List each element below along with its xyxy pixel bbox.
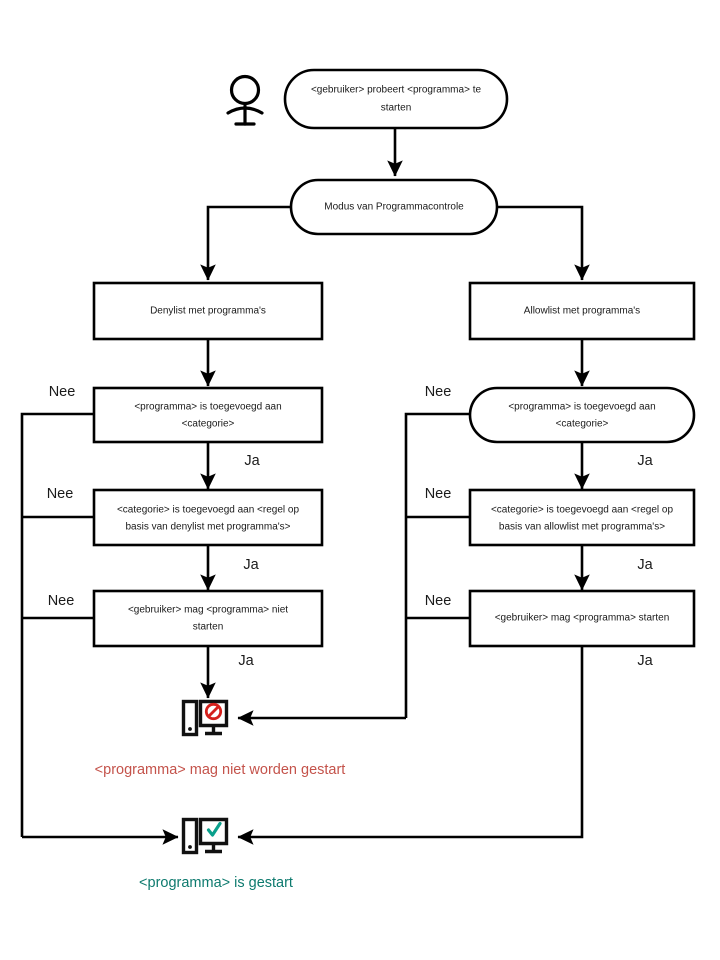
node-start[interactable]: <gebruiker> probeert <programma> te star… [283,68,509,130]
edge-label-deny-q2-no: Nee [47,486,74,502]
edge-deny-no-rail [20,412,179,845]
edge-label-allow-q2-no: Nee [425,486,452,502]
node-allow-q1-line-2: <categorie> [556,419,609,430]
node-deny-q2-line-1: <categorie> is toegevoegd aan <regel op [117,505,300,516]
monitor-allowed-icon [181,817,229,855]
node-start-line-2: starten [381,103,412,114]
monitor-blocked-icon [181,699,229,737]
node-deny-user-may-not-start[interactable]: <gebruiker> mag <programma> niet starten [92,589,324,648]
node-denylist-mode[interactable]: Denylist met programma's [92,281,324,341]
edge-label-allow-q1-no: Nee [425,384,452,400]
node-allow-user-may-start[interactable]: <gebruiker> mag <programma> starten [468,589,696,648]
edge-label-deny-q3-no: Nee [48,593,75,609]
node-allow-program-in-category[interactable]: <programma> is toegevoegd aan <categorie… [468,386,696,444]
blocked-result-label: <programma> mag niet worden gestart [95,762,346,778]
node-deny-q2-line-2: basis van denylist met programma's> [125,522,290,533]
edge-label-deny-q2-yes: Ja [243,557,259,573]
node-deny-q3-line-2: starten [193,622,224,633]
edge-label-allow-q3-no: Nee [425,593,452,609]
node-deny-q3-line-1: <gebruiker> mag <programma> niet [128,605,288,616]
node-mode-line-1: Modus van Programmacontrole [324,202,464,213]
node-allow-q2-line-2: basis van allowlist met programma's> [499,522,665,533]
node-deny-q1-line-2: <categorie> [182,419,235,430]
node-denylist-mode-line-1: Denylist met programma's [150,306,266,317]
edge-label-deny-q1-yes: Ja [244,453,260,469]
gebruiker-actor-icon [226,74,264,126]
node-allow-category-in-rule[interactable]: <categorie> is toegevoegd aan <regel op … [468,488,696,547]
edge-allow-q3-yes [237,646,584,845]
node-allow-q1-line-1: <programma> is toegevoegd aan [508,402,655,413]
started-result-label: <programma> is gestart [139,875,293,891]
node-allowlist-mode[interactable]: Allowlist met programma's [468,281,696,341]
edge-label-allow-q1-yes: Ja [637,453,653,469]
node-deny-q1-line-1: <programma> is toegevoegd aan [134,402,281,413]
edge-label-deny-q1-no: Nee [49,384,76,400]
edge-label-allow-q3-yes: Ja [637,653,653,669]
edge-mode-to-allowlist [497,205,590,281]
node-mode[interactable]: Modus van Programmacontrole [289,178,499,236]
node-deny-program-in-category[interactable]: <programma> is toegevoegd aan <categorie… [92,386,324,444]
edge-allow-no-rail [237,412,470,726]
node-allow-q3-line-1: <gebruiker> mag <programma> starten [495,613,670,624]
node-allow-q2-line-1: <categorie> is toegevoegd aan <regel op [491,505,674,516]
node-deny-category-in-rule[interactable]: <categorie> is toegevoegd aan <regel op … [92,488,324,547]
node-start-line-1: <gebruiker> probeert <programma> te [311,85,482,96]
edge-label-deny-q3-yes: Ja [238,653,254,669]
edge-label-allow-q2-yes: Ja [637,557,653,573]
edge-mode-to-denylist [200,205,293,281]
node-allowlist-mode-line-1: Allowlist met programma's [524,306,640,317]
